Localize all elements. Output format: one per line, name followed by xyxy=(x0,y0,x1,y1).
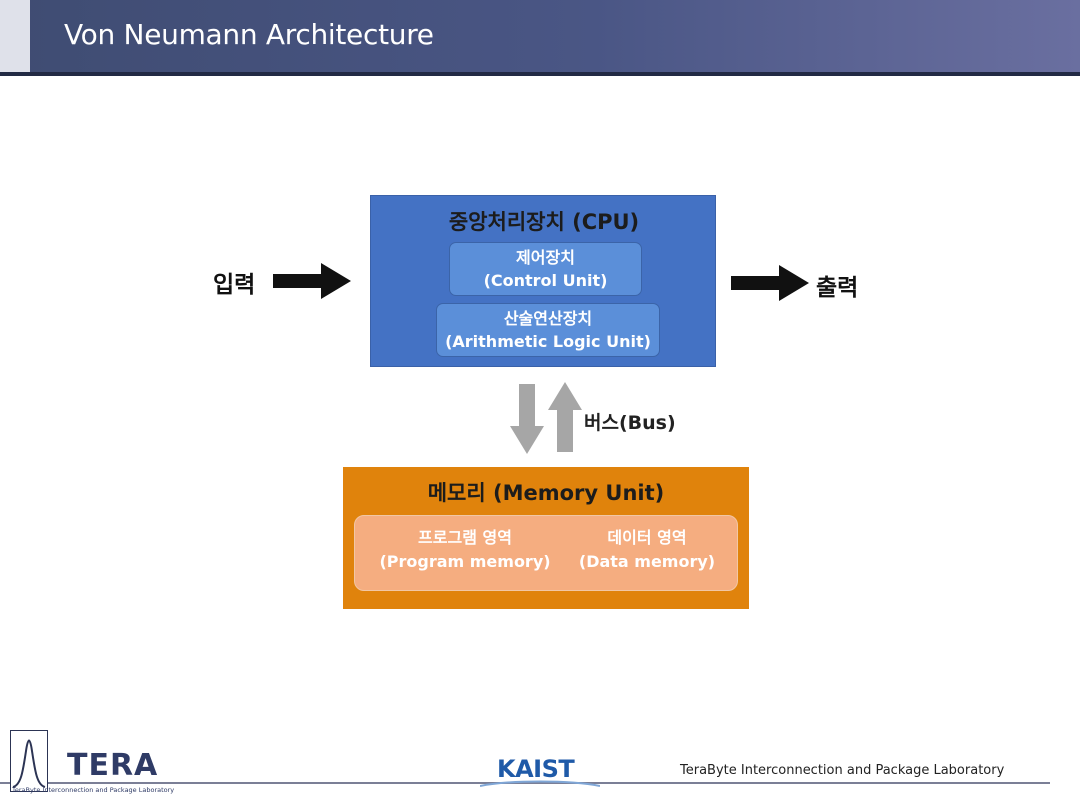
memory-title: 메모리 (Memory Unit) xyxy=(427,481,665,505)
slide-header: Von Neumann Architecture xyxy=(0,0,1080,72)
tera-logo-icon xyxy=(10,730,48,792)
alu-korean-label: 산술연산장치 xyxy=(503,309,593,328)
program-memory-english-label: (Program memory) xyxy=(379,552,551,571)
footer-divider xyxy=(0,782,1050,784)
control-unit-box: 제어장치 (Control Unit) xyxy=(449,242,642,296)
cpu-box: 중앙처리장치 (CPU) 제어장치 (Control Unit) 산술연산장치 … xyxy=(370,195,716,367)
bus-label: 버스(Bus) xyxy=(584,412,676,434)
program-memory-korean-label: 프로그램 영역 xyxy=(418,528,512,547)
tera-logo-subtext: TeraByte Interconnection and Package Lab… xyxy=(12,786,175,794)
bus-down-arrow-icon xyxy=(510,384,544,454)
cpu-title: 중앙처리장치 (CPU) xyxy=(448,210,640,234)
alu-box: 산술연산장치 (Arithmetic Logic Unit) xyxy=(436,303,660,357)
tera-logo-text: TERA xyxy=(67,748,159,783)
output-label: 출력 xyxy=(816,275,859,301)
input-arrow-icon xyxy=(273,263,351,299)
control-unit-korean-label: 제어장치 xyxy=(516,248,575,267)
program-memory-area: 프로그램 영역 (Program memory) xyxy=(375,526,555,574)
alu-english-label: (Arithmetic Logic Unit) xyxy=(445,332,651,351)
kaist-swoosh-icon xyxy=(480,780,600,787)
data-memory-area: 데이터 영역 (Data memory) xyxy=(567,526,727,574)
output-arrow-icon xyxy=(731,265,809,301)
memory-areas-panel: 프로그램 영역 (Program memory) 데이터 영역 (Data me… xyxy=(354,515,738,591)
lab-name: TeraByte Interconnection and Package Lab… xyxy=(680,763,1005,778)
control-unit-english-label: (Control Unit) xyxy=(483,271,608,290)
memory-box: 메모리 (Memory Unit) 프로그램 영역 (Program memor… xyxy=(343,467,749,609)
kaist-logo: KAIST xyxy=(497,755,575,783)
header-divider xyxy=(0,72,1080,76)
bus-up-arrow-icon xyxy=(548,382,582,452)
input-label: 입력 xyxy=(213,272,256,298)
header-accent-block xyxy=(0,0,30,72)
slide-title: Von Neumann Architecture xyxy=(64,18,434,51)
data-memory-english-label: (Data memory) xyxy=(578,552,716,571)
data-memory-korean-label: 데이터 영역 xyxy=(607,528,687,547)
